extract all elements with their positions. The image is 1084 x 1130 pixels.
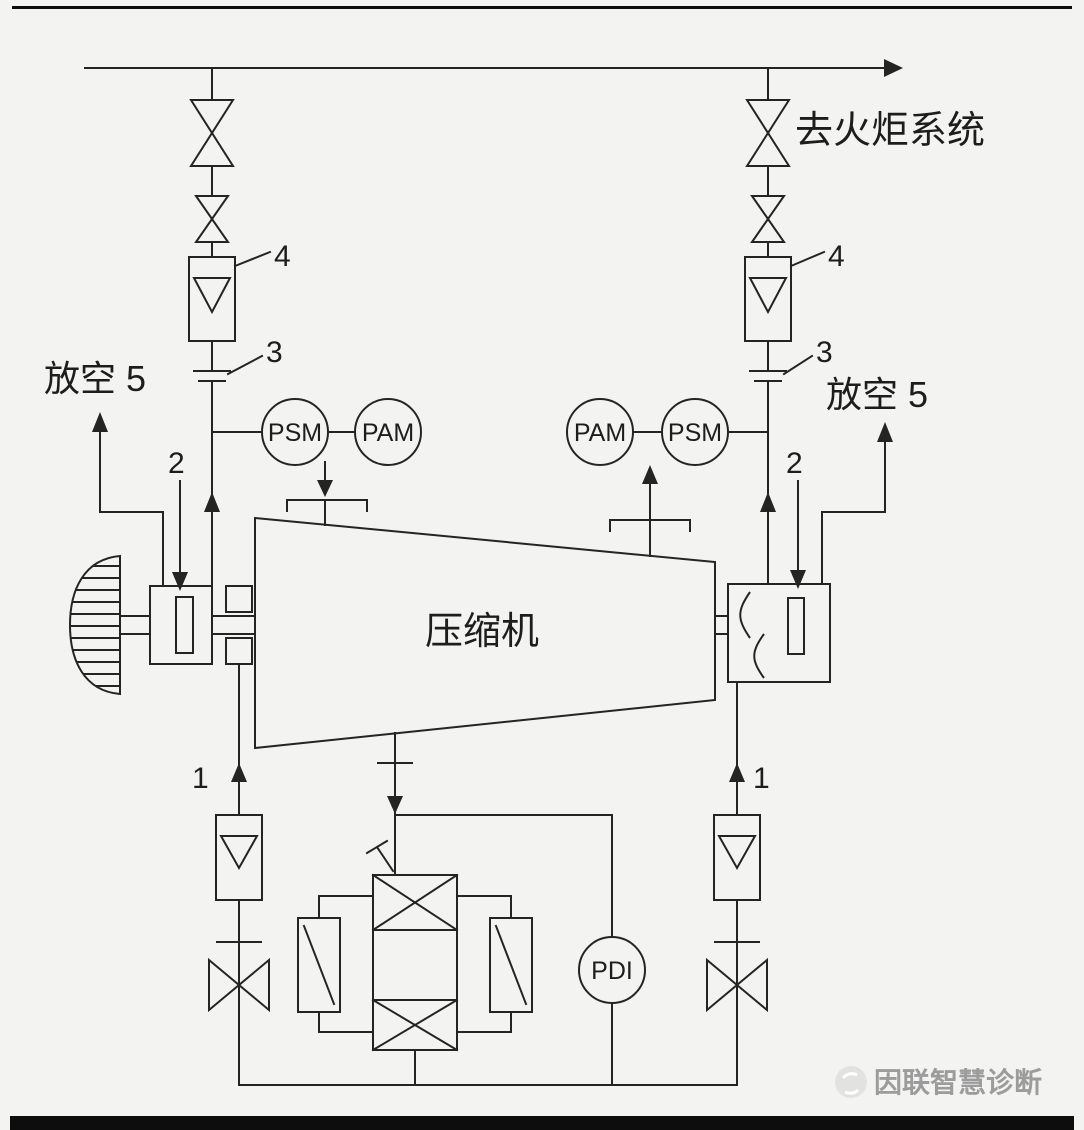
seal-gas-conditioning-unit: PDI [238,732,738,1086]
psm-right-label: PSM [668,419,722,447]
left-instrument-pair: PSM PAM [261,398,422,497]
right-drivetrain [714,583,831,683]
left-supply-branch: 1 [192,663,270,1086]
vent-pipe [821,433,886,585]
right-seal-housing [727,583,831,683]
left-cartridge-filter-icon [297,895,374,1033]
vent-pipe [99,423,164,587]
heat-exchanger-icon [371,873,459,1052]
watermark-logo-icon [835,1066,867,1098]
flare-header: 去火炬系统 [84,59,985,152]
callout-down-arrow-icon [172,572,188,591]
flow-up-arrow-icon [760,492,776,512]
vent-up-arrow-icon [877,422,893,442]
vent-right-label: 放空 5 [826,374,928,415]
left-drivetrain [68,554,256,696]
left-compressor-nozzle [286,499,368,526]
left-supply-valve-icon [208,941,270,1013]
right-vent: 放空 5 [821,374,928,585]
top-border-line [12,6,1072,9]
right-flame-arrestor-icon [744,250,826,342]
callout-orifice-left: 3 [266,336,283,369]
right-seal-cartridge [787,597,805,655]
right-flare-riser: 4 3 [744,67,845,585]
watermark-logo-detail [844,1088,860,1095]
flow-down-arrow-icon [387,796,403,814]
left-seal-housing [149,585,213,665]
compressor-body: 压缩机 [254,516,716,750]
left-flame-arrestor-icon [188,250,272,342]
leader-line [226,354,264,376]
flare-arrow-icon [884,59,903,77]
left-vent: 放空 5 [44,358,164,587]
callout-seal-right: 2 [786,447,803,480]
left-orifice-icon [193,354,264,382]
callout-orifice-right: 3 [816,336,833,369]
seal-ring-curve [739,591,751,639]
bottom-border-bar [10,1116,1074,1130]
right-supply-filter-icon [713,814,761,901]
leader-line [789,250,826,268]
callout-supply-right: 1 [753,762,770,795]
watermark-logo-detail [841,1072,858,1080]
left-bearing-block [225,637,253,665]
right-upper-vent-valve-icon [750,195,786,243]
leader-line [782,354,814,376]
pdi-label: PDI [591,957,633,985]
compressor-label: 压缩机 [425,611,539,653]
right-supply-valve-icon [706,941,768,1013]
right-block-valve-icon [745,99,791,167]
pam-left-bubble [354,398,422,466]
right-seal-callout: 2 [786,447,806,589]
flow-up-arrow-icon [729,763,745,782]
psm-left-label: PSM [268,419,322,447]
callout-filter-left: 4 [274,240,291,273]
watermark-label: 因联智慧诊断 [874,1066,1042,1098]
callout-down-arrow-icon [790,570,806,589]
flare-label: 去火炬系统 [795,110,985,152]
right-supply-branch: 1 [706,681,770,1086]
left-block-valve-icon [189,99,235,167]
vent-tap-icon [365,839,395,873]
callout-supply-left: 1 [192,762,209,795]
pam-right-label: PAM [574,419,626,447]
vent-left-label: 放空 5 [44,358,146,399]
flow-up-arrow-icon [204,492,220,512]
left-bearing-block [225,585,253,613]
watermark: 因联智慧诊断 [835,1066,1042,1098]
right-cartridge-filter-icon [456,895,533,1033]
right-instrument-pair: PAM PSM [566,398,769,521]
right-orifice-icon [749,354,814,382]
left-upper-vent-valve-icon [194,195,230,243]
left-flare-riser: 4 3 [188,67,291,587]
vent-up-arrow-icon [92,412,108,432]
right-compressor-nozzle [609,519,691,557]
callout-filter-right: 4 [828,240,845,273]
left-supply-filter-icon [215,814,263,901]
left-seal-callout: 2 [168,447,188,591]
seal-ring-curve [753,633,765,679]
callout-seal-left: 2 [168,447,185,480]
left-seal-cartridge [175,596,194,654]
pam-left-label: PAM [362,419,414,447]
flow-up-arrow-icon [642,465,658,484]
flow-up-arrow-icon [231,763,247,782]
flow-down-arrow-icon [317,480,333,497]
motor-hatching [70,565,120,687]
leader-line [233,250,272,268]
